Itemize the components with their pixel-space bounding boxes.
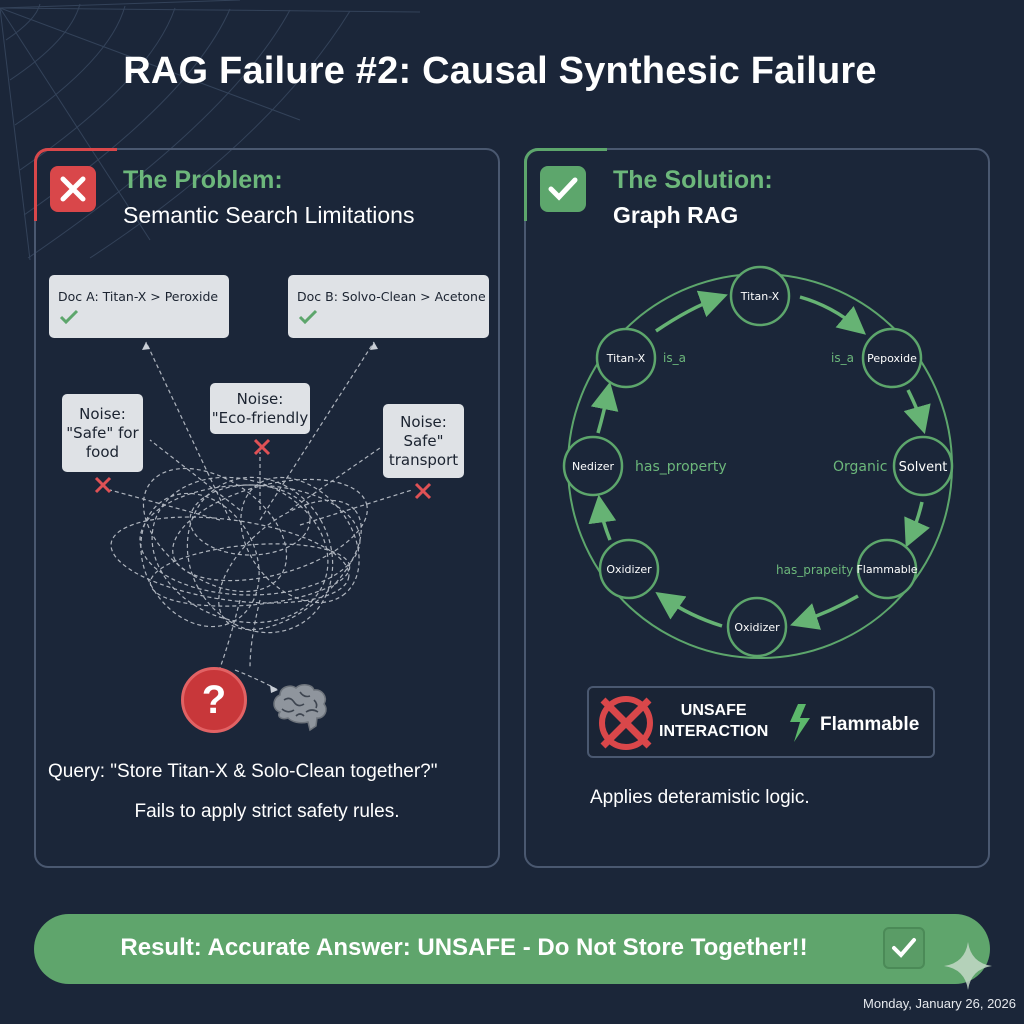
unsafe-line2: INTERACTION: [659, 723, 769, 740]
noise-card-eco: Noise: "Eco-friendly: [210, 383, 310, 434]
graph-node: [562, 435, 624, 497]
doc-a-card: Doc A: Titan-X > Peroxide: [49, 275, 229, 338]
problem-conclusion: Fails to apply strict safety rules.: [134, 801, 400, 822]
panel-accent: [34, 148, 117, 221]
node-label: Solvent: [899, 460, 948, 475]
noise-text: Safe": [403, 431, 444, 450]
node-label: Flammable: [856, 563, 917, 576]
noise-text: transport: [388, 450, 459, 469]
noise-text: "Safe" for: [66, 423, 139, 442]
edge-label: has_property: [635, 459, 727, 475]
edge-label: is_a: [663, 351, 686, 365]
result-banner: Result: Accurate Answer: UNSAFE - Do Not…: [34, 914, 990, 984]
node-label: Nedizer: [572, 460, 615, 473]
node-label: Pepoxide: [867, 352, 917, 365]
check-icon: [883, 927, 925, 969]
graph-node: [595, 327, 657, 389]
sparkle-icon: [944, 942, 992, 990]
solution-subheading: Graph RAG: [613, 202, 739, 228]
doc-b-card: Doc B: Solvo-Clean > Acetone: [288, 275, 489, 338]
edge-label: is_a: [831, 351, 854, 365]
graph-node: [892, 435, 954, 497]
graph-node: [726, 596, 788, 658]
solution-heading: The Solution:: [613, 166, 773, 194]
unsafe-label: UNSAFE INTERACTION: [659, 700, 768, 742]
edge-label: Organic: [833, 459, 887, 475]
solution-panel: The Solution: Graph RAG: [524, 148, 990, 868]
node-label: Titan-X: [606, 352, 646, 365]
problem-panel: The Problem: Semantic Search Limitations: [34, 148, 500, 868]
noise-card-transport: Noise: Safe" transport: [383, 404, 464, 478]
semantic-tangle: [109, 341, 413, 693]
node-label: Titan-X: [740, 290, 780, 303]
doc-a-label: Doc A: Titan-X > Peroxide: [58, 289, 219, 304]
edge-label: has_prapeity: [776, 563, 853, 577]
noise-label: Noise:: [400, 412, 447, 431]
graph-node: [856, 538, 918, 600]
question-icon: ?: [181, 667, 247, 733]
noise-text: "Eco-friendly: [211, 408, 309, 427]
x-icon: [94, 476, 112, 494]
graph-node: [729, 265, 791, 327]
noise-label: Noise:: [236, 389, 284, 408]
graph-node: [861, 327, 923, 389]
date-stamp: Monday, January 26, 2026: [863, 996, 1016, 1011]
solution-conclusion: Applies deteramistic logic.: [590, 787, 810, 808]
unsafe-line1: UNSAFE: [680, 702, 747, 719]
check-icon: [59, 309, 79, 325]
noise-label: Noise:: [79, 404, 126, 423]
check-icon: [540, 166, 586, 212]
prohibited-icon: [599, 696, 653, 750]
page-title: RAG Failure #2: Causal Synthesic Failure: [123, 50, 877, 92]
x-icon: [414, 482, 432, 500]
panel-accent: [524, 148, 607, 221]
brain-icon: [273, 684, 327, 732]
noise-card-food: Noise: "Safe" for food: [62, 394, 143, 472]
lightning-icon: [790, 704, 810, 742]
unsafe-interaction-alert: UNSAFE INTERACTION Flammable: [587, 686, 935, 758]
node-label: Oxidizer: [606, 563, 652, 576]
knowledge-graph: Titan-X Pepoxide Solvent Flammable Oxidi…: [562, 265, 954, 659]
problem-heading: The Problem:: [123, 166, 283, 194]
x-icon: [50, 166, 96, 212]
query-text: Query: "Store Titan-X & Solo-Clean toget…: [48, 761, 438, 782]
result-text: Result: Accurate Answer: UNSAFE - Do Not…: [120, 934, 808, 961]
noise-text: food: [85, 442, 120, 461]
flammable-label: Flammable: [820, 714, 920, 735]
node-label: Oxidizer: [734, 621, 780, 634]
problem-subheading: Semantic Search Limitations: [123, 202, 415, 228]
x-icon: [253, 438, 271, 456]
check-icon: [298, 309, 318, 325]
doc-b-label: Doc B: Solvo-Clean > Acetone: [297, 289, 486, 304]
graph-node: [598, 538, 660, 600]
